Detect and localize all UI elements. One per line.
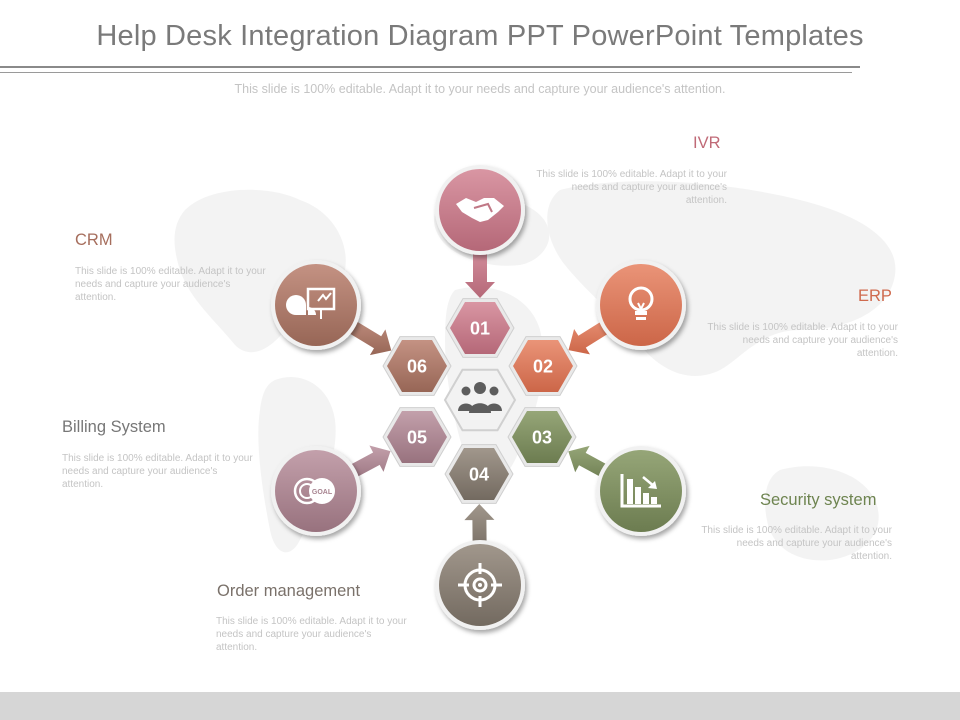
node-description-crm: This slide is 100% editable. Adapt it to…: [75, 266, 266, 303]
arrow-order-management: [464, 504, 495, 556]
hexagon-03: 03: [507, 407, 577, 467]
hexagon-number-03: 03: [532, 428, 552, 448]
node-label-billing-system: Billing System: [62, 418, 166, 436]
slide-footer-bar: [0, 692, 960, 720]
circle-billing-system: GOAL: [271, 446, 361, 536]
hexagon-06: 06: [382, 336, 452, 396]
center-hexagon: [443, 368, 517, 432]
node-description-ivr: This slide is 100% editable. Adapt it to…: [536, 169, 727, 206]
circle-security-system: [596, 446, 686, 536]
hexagon-05: 05: [382, 407, 452, 467]
handshake-icon: [456, 198, 504, 222]
hexagon-number-05: 05: [407, 428, 427, 448]
hexagon-04: 04: [444, 444, 514, 504]
goal-icon: GOAL: [293, 477, 335, 505]
hexagon-number-01: 01: [470, 319, 490, 339]
circle-crm: [271, 260, 361, 350]
node-label-order-management: Order management: [217, 582, 361, 600]
svg-text:GOAL: GOAL: [312, 489, 333, 496]
node-description-billing-system: This slide is 100% editable. Adapt it to…: [62, 453, 253, 490]
hexagon-number-04: 04: [469, 465, 489, 485]
slide-subtitle: This slide is 100% editable. Adapt it to…: [234, 82, 726, 96]
node-label-ivr: IVR: [693, 134, 721, 152]
title-rule: [0, 66, 860, 68]
bar-chart-icon: [620, 474, 661, 508]
arrow-ivr: [465, 240, 495, 298]
circle-erp: [596, 260, 686, 350]
presentation-icon: [286, 287, 336, 319]
node-description-order-management: This slide is 100% editable. Adapt it to…: [216, 616, 407, 653]
circle-ivr: [435, 165, 525, 255]
circle-order-management: [435, 540, 525, 630]
title-rule-thin: [0, 72, 852, 73]
team-icon: [458, 382, 502, 413]
node-description-security-system: This slide is 100% editable. Adapt it to…: [701, 525, 892, 562]
node-label-security-system: Security system: [760, 491, 877, 509]
slide-title: Help Desk Integration Diagram PPT PowerP…: [96, 20, 864, 52]
target-icon: [458, 563, 502, 607]
hexagon-02: 02: [508, 336, 578, 396]
node-label-erp: ERP: [858, 287, 892, 305]
hexagon-number-06: 06: [407, 357, 427, 377]
lightbulb-icon: [628, 286, 654, 320]
node-label-crm: CRM: [75, 231, 113, 249]
hexagon-number-02: 02: [533, 357, 553, 377]
hexagon-01: 01: [445, 298, 515, 358]
node-description-erp: This slide is 100% editable. Adapt it to…: [707, 322, 898, 359]
